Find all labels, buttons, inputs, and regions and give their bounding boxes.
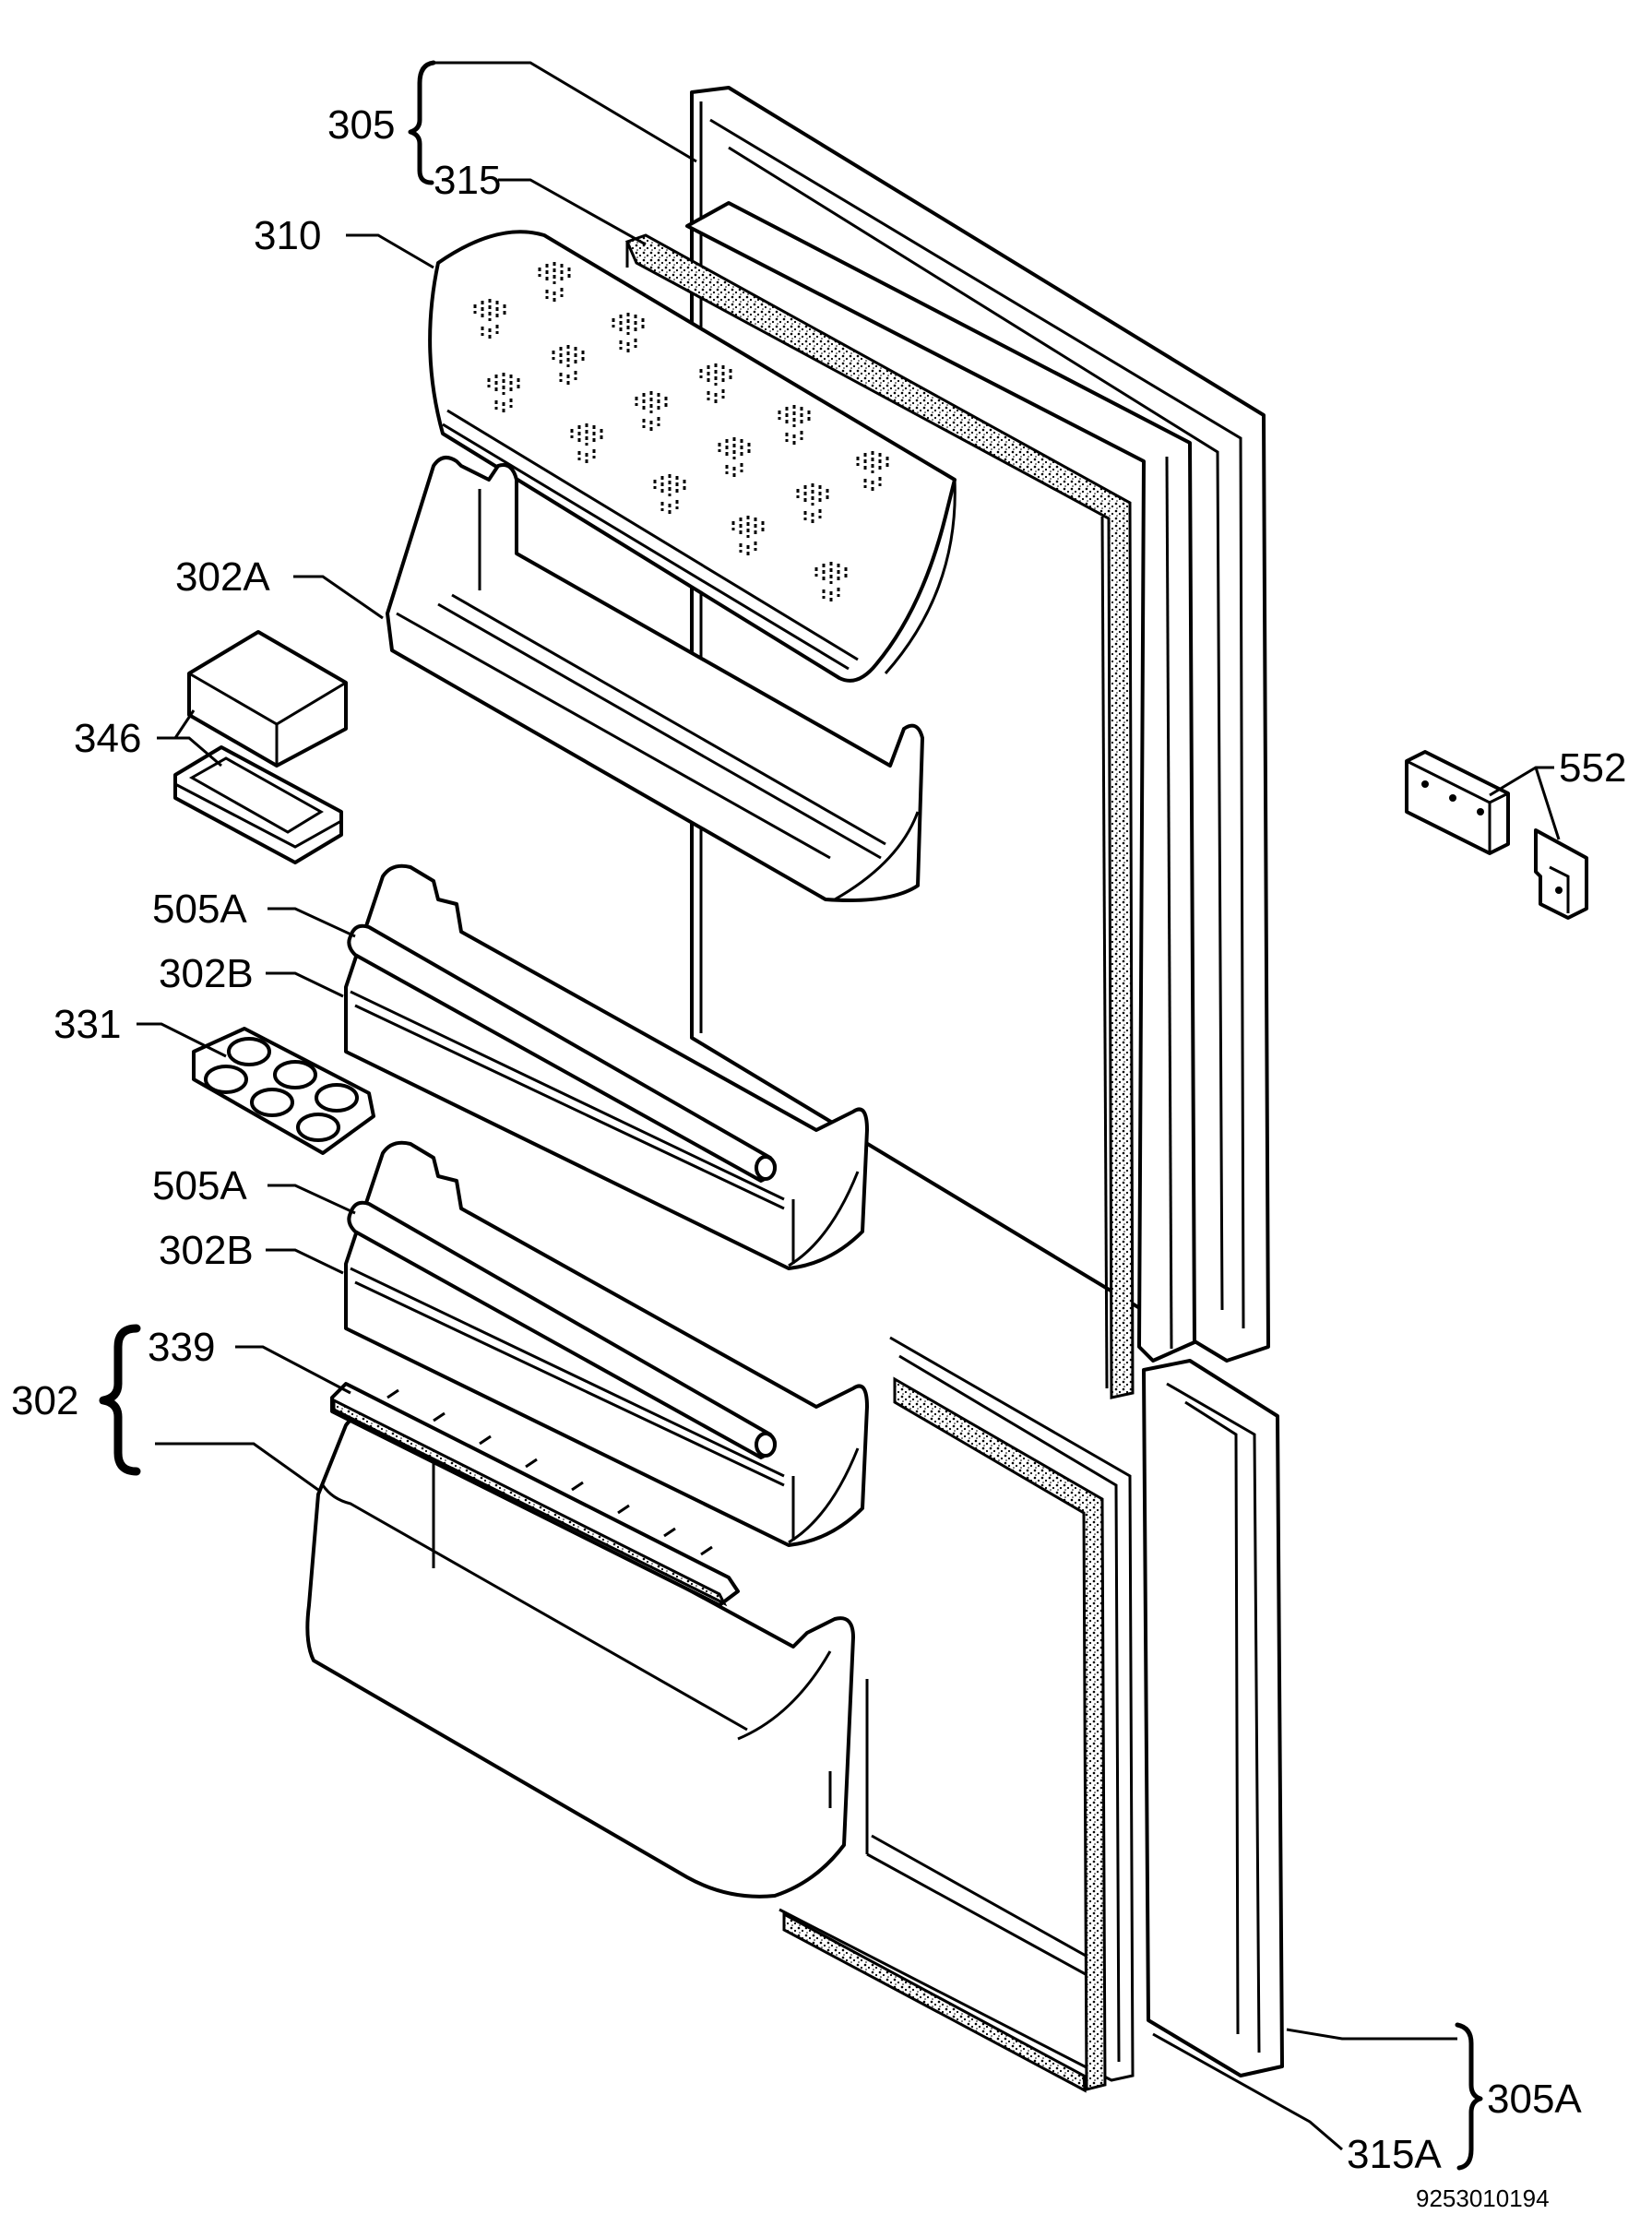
label-505A-upper: 505A bbox=[152, 887, 247, 932]
cover-flap bbox=[428, 230, 957, 683]
middle-bar bbox=[347, 923, 777, 1183]
brace-302 bbox=[99, 1324, 141, 1476]
lower-gasket bbox=[782, 1376, 1107, 2093]
label-302B-lower: 302B bbox=[159, 1228, 254, 1273]
egg-tray bbox=[192, 1027, 375, 1155]
brace-305 bbox=[408, 60, 436, 185]
label-331: 331 bbox=[53, 1002, 121, 1047]
label-305A: 305A bbox=[1487, 2077, 1582, 2122]
hinge-bracket bbox=[1405, 750, 1588, 920]
label-302: 302 bbox=[11, 1378, 78, 1423]
bottle-holder bbox=[330, 1382, 740, 1607]
upper-gasket bbox=[624, 233, 1135, 1399]
label-310: 310 bbox=[254, 213, 321, 258]
label-305: 305 bbox=[327, 102, 395, 148]
label-315A: 315A bbox=[1347, 2132, 1442, 2177]
lower-door bbox=[1142, 1359, 1284, 2077]
label-315: 315 bbox=[434, 158, 501, 203]
label-302A: 302A bbox=[175, 554, 270, 600]
upper-door-inner-frame bbox=[685, 201, 1196, 1363]
upper-shelf bbox=[386, 456, 924, 902]
drawing-number: 9253010194 bbox=[1416, 2184, 1550, 2212]
label-346: 346 bbox=[74, 716, 141, 761]
label-339: 339 bbox=[148, 1325, 215, 1370]
lower-door-inner-frame bbox=[778, 1336, 1135, 2082]
lower-bar bbox=[347, 1200, 777, 1459]
butter-box bbox=[173, 630, 348, 864]
label-302B-upper: 302B bbox=[159, 951, 254, 996]
label-552: 552 bbox=[1559, 745, 1626, 791]
leader-lines bbox=[137, 61, 1561, 2151]
brace-305A bbox=[1455, 2022, 1483, 2171]
label-505A-lower: 505A bbox=[152, 1163, 247, 1208]
